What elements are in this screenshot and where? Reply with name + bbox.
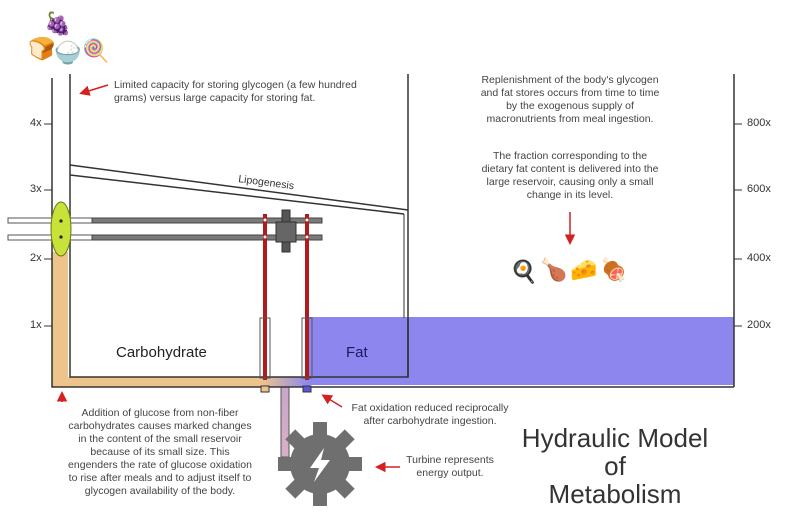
cheese-icon: 🧀 [570,257,598,282]
upper-rod-right [91,217,323,224]
fat-control-rod [305,214,309,380]
diagram-title: Hydraulic Model of Metabolism [521,423,709,509]
lipogenesis-upper [69,164,409,211]
carb-control-rod [263,214,267,380]
turbine-annotation: Turbine represents energy output. [406,454,494,479]
turbine-pipe [280,386,290,458]
replenishment-annotation: Replenishment of the body's glycogen and… [480,74,660,125]
fat-label: Fat [346,344,368,361]
valve-pin-top [59,219,63,223]
carbohydrate-label: Carbohydrate [116,344,207,361]
lower-rod-right [91,234,323,241]
carbohydrate-fluid-bottom [52,377,280,387]
carb-rod-sleeve [259,317,271,379]
grapes-icon: 🍇 [44,11,72,36]
arrow-storage [79,84,109,96]
lipogenesis-label: Lipogenesis [238,173,295,192]
left-axis-label: 3x [30,183,42,195]
fat-oxidation-annotation: Fat oxidation reduced reciprocally after… [351,402,509,427]
valve [50,201,72,257]
left-axis-label: 2x [30,252,42,264]
fat-fluid [308,317,734,385]
right-axis-label: 400x [747,252,771,264]
carb-rod-pin [263,218,267,222]
fried-egg-icon: 🍳 [510,259,538,284]
meat-icon: 🍖 [600,257,628,282]
fat-rod-pin [305,218,309,222]
storage-annotation: Limited capacity for storing glycogen (a… [114,79,357,104]
right-axis-label: 800x [747,117,771,129]
arrow-fat-oxidation [321,394,343,408]
fat-outlet [302,385,312,393]
right-axis-label: 600x [747,183,771,195]
carb-outlet [260,385,270,393]
lollipop-icon: 🍭 [82,38,110,63]
fat-rod-pin-2 [305,235,309,239]
rice-icon: 🍚 [54,40,82,65]
upper-rod-left [7,217,93,224]
carb-rod-pin-2 [263,235,267,239]
lower-rod-left [7,234,93,241]
left-outer-wall [51,78,408,388]
bread-icon: 🍞 [28,36,56,61]
left-axis-label: 4x [30,117,42,129]
pivot-bracket-top [275,221,297,243]
carbohydrate-fluid-column [52,252,68,387]
mixed-pipe [262,377,310,387]
lightning-turbine-icon [278,422,362,506]
lipogenesis-lower [69,174,405,215]
right-axis-label: 200x [747,319,771,331]
fat-rod-sleeve [301,317,313,379]
drumstick-icon: 🍗 [540,257,568,282]
fraction-annotation: The fraction corresponding to the dietar… [481,150,659,201]
glucose-annotation: Addition of glucose from non-fiber carbo… [68,407,252,497]
left-axis-label: 1x [30,319,42,331]
valve-pin-bottom [59,235,63,239]
